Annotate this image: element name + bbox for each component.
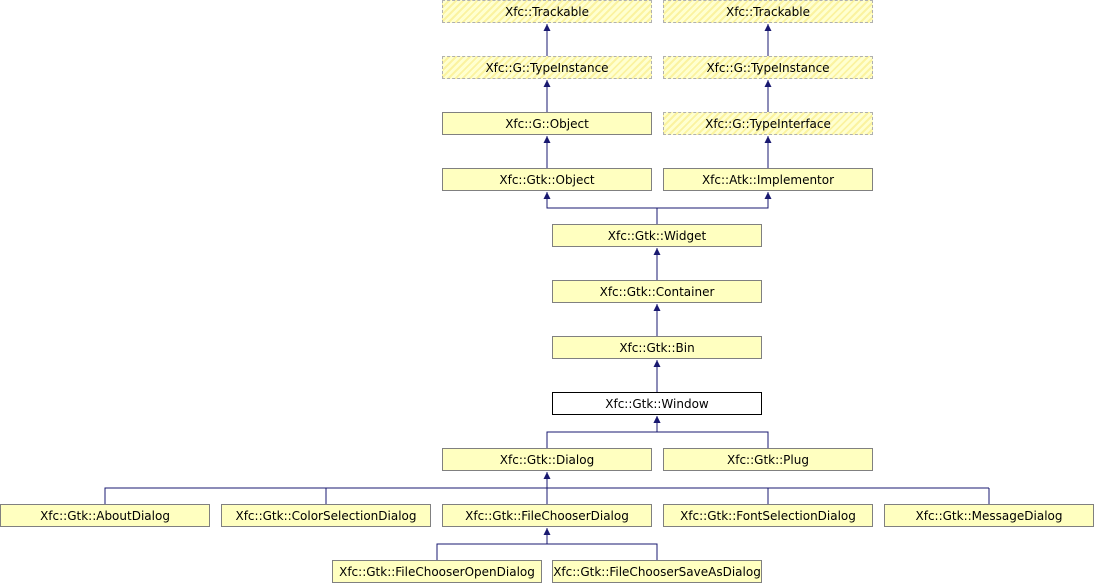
class-node-dialog[interactable]: Xfc::Gtk::Dialog: [442, 448, 652, 471]
class-node-bin[interactable]: Xfc::Gtk::Bin: [552, 336, 762, 359]
class-node-message-dialog[interactable]: Xfc::Gtk::MessageDialog: [884, 504, 1094, 527]
class-node-type-instance[interactable]: Xfc::G::TypeInstance: [442, 56, 652, 79]
class-node-container[interactable]: Xfc::Gtk::Container: [552, 280, 762, 303]
class-node-window-current: Xfc::Gtk::Window: [552, 392, 762, 415]
class-node-trackable[interactable]: Xfc::Trackable: [663, 0, 873, 23]
class-node-atk-implementor[interactable]: Xfc::Atk::Implementor: [663, 168, 873, 191]
class-node-trackable[interactable]: Xfc::Trackable: [442, 0, 652, 23]
class-node-about-dialog[interactable]: Xfc::Gtk::AboutDialog: [0, 504, 210, 527]
class-node-g-object[interactable]: Xfc::G::Object: [442, 112, 652, 135]
edge-plug-to-window: [653, 416, 769, 448]
edge-file-chooser-children-bus: [436, 543, 658, 560]
edge-widget-to-gtk-object: [543, 192, 658, 224]
class-node-color-selection-dialog[interactable]: Xfc::Gtk::ColorSelectionDialog: [221, 504, 431, 527]
class-node-plug[interactable]: Xfc::Gtk::Plug: [663, 448, 873, 471]
class-node-type-instance[interactable]: Xfc::G::TypeInstance: [663, 56, 873, 79]
edge-dialog-to-window: [546, 416, 661, 448]
class-node-type-interface[interactable]: Xfc::G::TypeInterface: [663, 112, 873, 135]
class-node-gtk-object[interactable]: Xfc::Gtk::Object: [442, 168, 652, 191]
class-node-file-chooser-save-as-dialog[interactable]: Xfc::Gtk::FileChooserSaveAsDialog: [552, 560, 762, 583]
edge-widget-to-atk-implementor: [656, 192, 772, 224]
class-node-widget[interactable]: Xfc::Gtk::Widget: [552, 224, 762, 247]
edge-dialog-children-bus: [104, 487, 989, 504]
class-node-file-chooser-dialog[interactable]: Xfc::Gtk::FileChooserDialog: [442, 504, 652, 527]
class-node-font-selection-dialog[interactable]: Xfc::Gtk::FontSelectionDialog: [663, 504, 873, 527]
class-node-file-chooser-open-dialog[interactable]: Xfc::Gtk::FileChooserOpenDialog: [332, 560, 542, 583]
